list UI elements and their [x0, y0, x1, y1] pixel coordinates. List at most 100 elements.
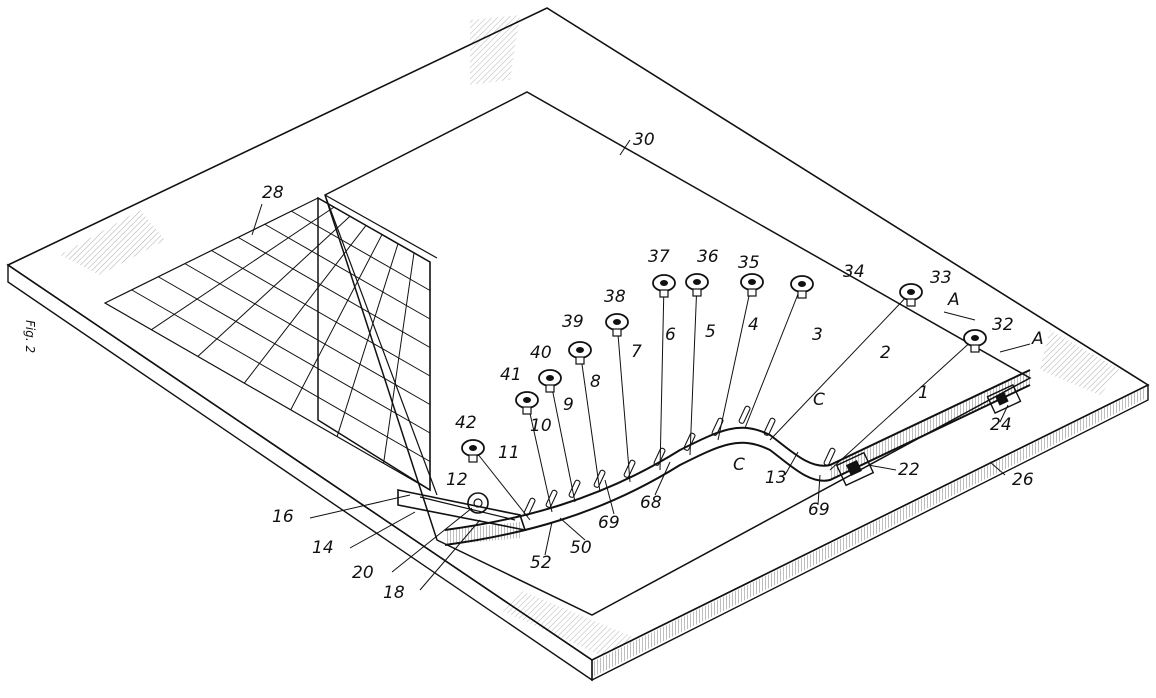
hinge-24 [986, 383, 1022, 415]
grid-line [184, 263, 431, 405]
knob-stem [612, 328, 622, 337]
slot-mark [623, 459, 636, 478]
grid-line [211, 250, 431, 377]
grid-line [291, 210, 431, 291]
string-line [472, 447, 531, 521]
knob-center [523, 397, 531, 403]
sheet-1: 1 [918, 383, 929, 403]
knob-stem [906, 298, 916, 307]
grid-line [264, 223, 431, 320]
label-20: 20 [352, 563, 374, 583]
label-28: 28 [262, 183, 284, 203]
string-line [526, 399, 553, 513]
knob-center [693, 279, 701, 285]
label-16: 16 [272, 507, 294, 527]
shading-top [470, 15, 520, 85]
slot-mark [738, 405, 751, 424]
sheet-7: 7 [631, 342, 642, 362]
slot-mark [568, 479, 581, 498]
knob-stem [797, 290, 807, 299]
label-39: 39 [562, 312, 584, 332]
grid-line [237, 236, 431, 348]
hinge-22 [835, 451, 875, 487]
knob-center [660, 280, 668, 286]
label-24: 24 [990, 415, 1012, 435]
sheet-8: 8 [590, 372, 601, 392]
sheet-13: 13 [765, 468, 787, 488]
knob-center [546, 375, 554, 381]
knob-stem [692, 288, 702, 297]
string-line [579, 349, 601, 493]
knob-labels: 32 33 34 35 36 37 38 39 40 41 42 [455, 247, 1014, 433]
grid-line [131, 289, 431, 462]
string-line [616, 321, 631, 483]
knob-stem [575, 356, 585, 365]
label-69-left: 69 [598, 513, 620, 533]
knob-center [748, 279, 756, 285]
knob-center [613, 319, 621, 325]
sheet-6: 6 [665, 325, 676, 345]
knob-center [907, 289, 915, 295]
label-32: 32 [992, 315, 1014, 335]
top-sheet [324, 91, 1032, 616]
knob-stem [970, 344, 980, 353]
sheet-2: 2 [880, 343, 891, 363]
sheet-3: 3 [812, 325, 823, 345]
sheet-5: 5 [705, 322, 716, 342]
knob-stem [545, 384, 555, 393]
part-labels: 30 28 26 24 22 20 18 16 14 69 68 69 52 5… [262, 130, 1044, 603]
shading-left [60, 210, 165, 275]
label-37: 37 [648, 247, 670, 267]
slot-mark [763, 417, 776, 436]
sheet-11: 11 [498, 443, 520, 463]
label-40: 40 [530, 343, 552, 363]
label-35: 35 [738, 253, 760, 273]
sheet-4: 4 [748, 315, 759, 335]
upright-panel [317, 194, 438, 496]
side-text: Fig. 2 [23, 320, 37, 353]
knob-stem [522, 406, 532, 415]
sheet-12: 12 [446, 470, 468, 490]
label-26: 26 [1012, 470, 1034, 490]
string-line [769, 291, 912, 441]
label-52: 52 [530, 553, 552, 573]
knob-stem [659, 289, 669, 298]
knob-center [971, 335, 979, 341]
knob-stem [468, 454, 478, 463]
knob-center [469, 445, 477, 451]
string-line [689, 281, 698, 456]
slot-mark [683, 432, 696, 451]
string-line [829, 337, 976, 471]
slot-mark [523, 497, 536, 516]
section-c-upper: C [813, 390, 825, 410]
string-line [549, 377, 576, 503]
knob-center [798, 281, 806, 287]
slot-mark [823, 447, 836, 466]
string-line [744, 283, 803, 429]
slot-mark [593, 469, 606, 488]
label-69-right: 69 [808, 500, 830, 520]
label-33: 33 [930, 268, 952, 288]
string-line [659, 282, 665, 471]
section-a-upper: A [947, 290, 960, 310]
sheet-9: 9 [563, 395, 574, 415]
sheet-10: 10 [530, 416, 552, 436]
label-18: 18 [383, 583, 405, 603]
grid-line [158, 276, 431, 434]
knob-stem [747, 288, 757, 297]
leader-lines [251, 139, 1031, 591]
label-68: 68 [640, 493, 662, 513]
slot-mark [653, 447, 666, 466]
slot-mark [545, 489, 558, 508]
knob-center [576, 347, 584, 353]
sheet-number-labels: 1 2 3 4 5 6 7 8 9 10 11 12 13 [446, 315, 929, 490]
label-38: 38 [604, 287, 626, 307]
base-board [6, 7, 1150, 682]
label-34: 34 [843, 262, 865, 282]
label-14: 14 [312, 538, 334, 558]
label-41: 41 [500, 365, 522, 385]
string-line [717, 281, 753, 441]
shading-bottom [500, 590, 640, 655]
slot-mark [711, 417, 724, 436]
